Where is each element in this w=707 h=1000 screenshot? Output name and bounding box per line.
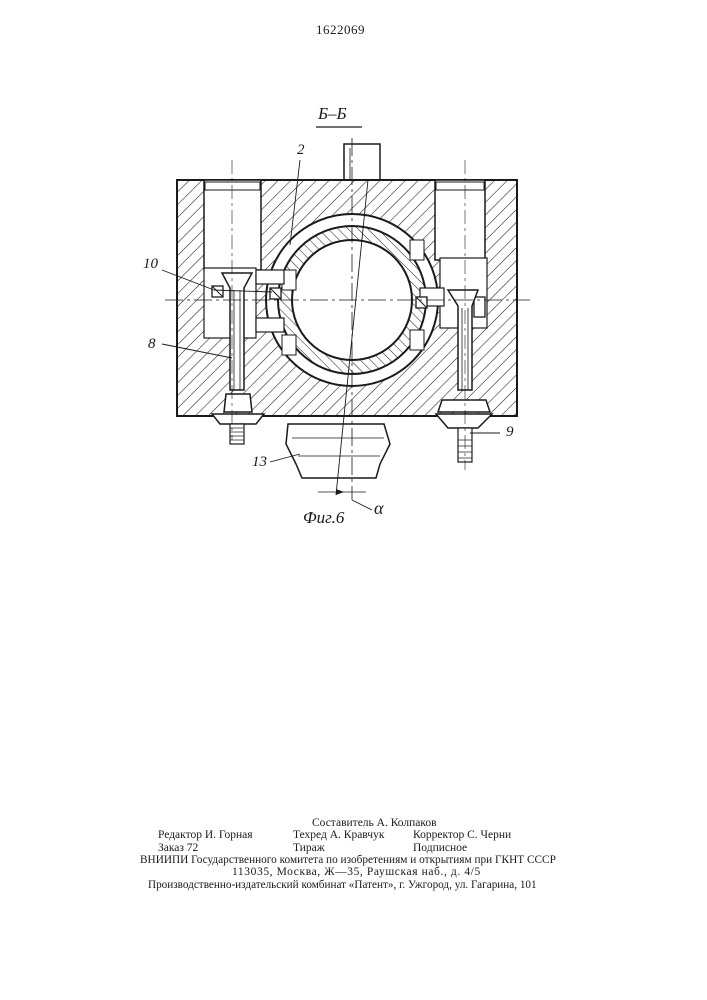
left-bore (204, 180, 261, 270)
imprint-corrector: Корректор С. Черни (413, 829, 511, 842)
callout-9: 9 (506, 424, 514, 441)
callout-10: 10 (143, 256, 158, 273)
figure-caption: Фиг.6 (303, 508, 344, 528)
angle-alpha-label: α (374, 498, 383, 519)
right-bore (435, 180, 485, 260)
imprint-publisher-line: Производственно-издательский комбинат «П… (148, 879, 537, 892)
callout-8: 8 (148, 336, 156, 353)
imprint-editor: Редактор И. Горная (158, 829, 253, 842)
callout-2: 2 (297, 142, 305, 159)
imprint-address-line: 113035, Москва, Ж—35, Раушская наб., д. … (232, 866, 481, 879)
imprint-techred: Техред А. Кравчук (293, 829, 384, 842)
top-shaft (344, 144, 380, 180)
bottom-nozzle (286, 424, 390, 478)
callout-13: 13 (252, 454, 267, 471)
